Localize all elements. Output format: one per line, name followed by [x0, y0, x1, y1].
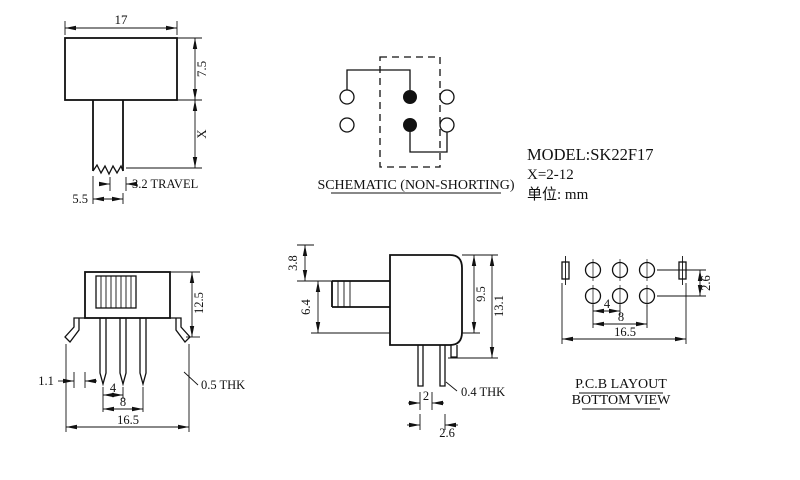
dim-label: 2.6 [699, 275, 713, 291]
dim-label: 4 [110, 381, 117, 395]
schematic-caption: SCHEMATIC (NON-SHORTING) [317, 178, 514, 193]
stem-serrations [337, 281, 351, 307]
mount-leg-right [170, 317, 191, 343]
dim-label: 5.5 [72, 192, 88, 206]
dim-label: 0.4 THK [461, 385, 505, 399]
unit-label: 单位: mm [527, 186, 589, 203]
dim-label: 16.5 [117, 413, 139, 427]
wire-top [346, 69, 411, 90]
dim-label: 1.1 [38, 374, 54, 388]
dim-label: 2 [423, 389, 429, 403]
dim-label: 4 [604, 297, 611, 311]
body-outline [84, 271, 171, 319]
dim-label: 7.5 [194, 61, 209, 77]
dim-label: 2.6 [439, 426, 455, 440]
dim-body-height: 9.5 [462, 254, 498, 334]
dim-tab-width: 1.1 [38, 372, 97, 388]
dim-label: 3.8 [286, 255, 300, 271]
pcb-caption: P.C.B LAYOUT BOTTOM VIEW [572, 377, 671, 410]
dim-label: 16.5 [614, 325, 636, 339]
dim-label: 8 [120, 395, 126, 409]
mount-lug [450, 345, 458, 358]
dim-label: 6.4 [299, 298, 313, 314]
pin [417, 345, 424, 387]
mount-leg-left [64, 317, 85, 343]
caption-line1: P.C.B LAYOUT [575, 377, 667, 392]
dim-label: 12.5 [192, 292, 206, 314]
terminal-open [439, 89, 455, 105]
dim-height: 12.5 [170, 271, 206, 338]
dim-pin-span: 8 [103, 395, 143, 412]
pin [99, 318, 107, 387]
dim-stem-width: 5.5 [72, 176, 124, 206]
dim-label: 8 [618, 310, 624, 324]
dim-stem-height: 3.8 [286, 244, 332, 282]
model-number: MODEL:SK22F17 [527, 145, 654, 164]
schematic-view: SCHEMATIC (NON-SHORTING) [317, 56, 515, 194]
dim-travel: 3.2 TRAVEL [99, 177, 198, 191]
hole-centerlines [592, 259, 648, 307]
slot-centerlines [565, 256, 683, 285]
terminal-open [339, 89, 355, 105]
dim-pin-thickness: 0.4 THK [445, 381, 505, 399]
switch-body-outline [64, 37, 178, 101]
dim-total-width: 16.5 [561, 283, 687, 344]
dim-label: 3.2 TRAVEL [132, 177, 198, 191]
pin [439, 345, 446, 387]
dim-label: 0.5 THK [201, 378, 245, 392]
caption-line2: BOTTOM VIEW [572, 393, 671, 408]
dim-label: 13.1 [492, 295, 506, 317]
pcb-layout-view: 4 8 2.6 16.5 P.C.B LAYOUT BOTTOM VIEW [561, 256, 713, 410]
slider-dashed-box [379, 56, 441, 168]
pin-view: 12.5 1.1 4 8 16.5 0.5 TH [38, 271, 245, 432]
side-view: 3.8 6.4 9.5 13.1 0.4 THK 2 [286, 244, 506, 440]
terminal-common [403, 118, 417, 132]
dim-label: 9.5 [474, 286, 488, 302]
title-block: MODEL:SK22F17 X=2-12 单位: mm [527, 145, 654, 203]
dim-label: 17 [115, 12, 129, 27]
dim-label: X [194, 129, 209, 139]
dim-stem-length: X [126, 100, 209, 169]
terminal-open [439, 117, 455, 133]
dim-pin-offset: 2.6 [407, 414, 458, 440]
dim-stem-offset: 6.4 [299, 281, 390, 334]
pin [139, 318, 147, 387]
dim-total-height: 13.1 [448, 255, 506, 359]
dim-thickness: 0.5 THK [183, 371, 245, 392]
front-view: 17 7.5 X 3.2 TRAVEL 5.5 [64, 12, 209, 206]
dim-pin-width: 2 [408, 389, 444, 410]
wire-bottom [409, 132, 448, 153]
dim-body-height: 7.5 [177, 37, 209, 101]
dim-hole-span: 8 [593, 310, 647, 327]
knob-serrations [100, 276, 132, 308]
actuator-stem [331, 280, 390, 308]
terminal-common [403, 90, 417, 104]
dim-row-pitch: 2.6 [657, 269, 713, 297]
body-outline [389, 254, 463, 346]
x-range: X=2-12 [527, 167, 574, 183]
dim-body-width: 17 [64, 12, 178, 35]
terminal-open [339, 117, 355, 133]
pin [119, 318, 127, 387]
dim-total-width: 16.5 [65, 344, 190, 432]
break-line [92, 163, 124, 176]
